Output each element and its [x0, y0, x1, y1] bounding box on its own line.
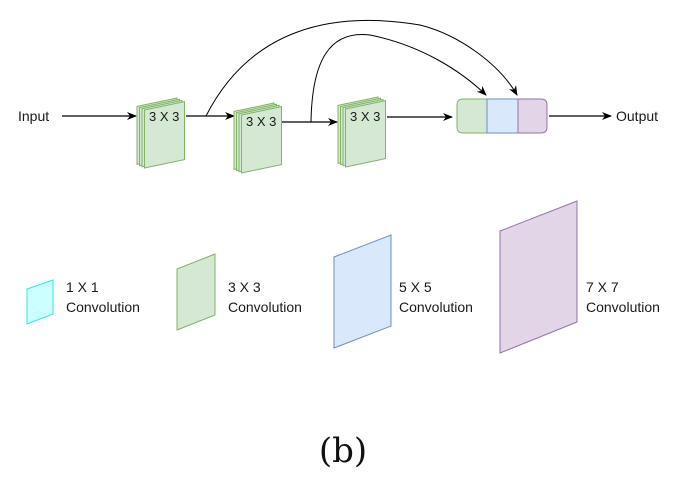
input-label: Input [18, 108, 49, 124]
concat-segment-7x7 [517, 98, 548, 134]
legend-swatch-5x5 [333, 234, 392, 349]
legend-name-label: Convolution [228, 299, 302, 315]
legend: 1 X 1 Convolution 3 X 3 Convolution 5 X … [26, 200, 660, 354]
block-3-label: 3 X 3 [350, 109, 380, 124]
legend-item-1x1: 1 X 1 Convolution [26, 279, 140, 325]
legend-size-label: 7 X 7 [586, 279, 619, 295]
legend-size-label: 5 X 5 [399, 279, 432, 295]
feature-map-layer [345, 99, 386, 168]
output-label: Output [616, 108, 658, 124]
legend-name-label: Convolution [66, 299, 140, 315]
skip-connection-1 [205, 19, 518, 117]
conv-block-3: 3 X 3 [337, 96, 386, 168]
legend-size-label: 3 X 3 [228, 279, 261, 295]
legend-item-7x7: 7 X 7 Convolution [499, 200, 660, 354]
legend-name-label: Convolution [399, 299, 473, 315]
legend-size-label: 1 X 1 [66, 279, 99, 295]
concat-segment-5x5 [486, 98, 519, 134]
conv-block-2: 3 X 3 [233, 102, 282, 174]
feature-map-stack [337, 96, 386, 168]
legend-item-3x3: 3 X 3 Convolution [176, 253, 302, 331]
conv-block-1: 3 X 3 [136, 97, 185, 169]
legend-name-label: Convolution [586, 299, 660, 315]
concat-block [456, 98, 548, 134]
block-1-label: 3 X 3 [149, 109, 179, 124]
feature-map-layer [144, 100, 185, 169]
skip-connection-2 [310, 33, 487, 123]
block-2-label: 3 X 3 [246, 114, 276, 129]
concat-segment-3x3 [456, 98, 488, 134]
legend-item-5x5: 5 X 5 Convolution [333, 234, 473, 349]
legend-swatch-7x7 [499, 200, 578, 354]
feature-map-layer [241, 105, 282, 174]
figure-caption: (b) [319, 431, 367, 471]
legend-swatch-3x3 [176, 253, 216, 331]
feature-map-stack [233, 102, 282, 174]
legend-swatch-1x1 [26, 279, 54, 325]
feature-map-stack [136, 97, 185, 169]
